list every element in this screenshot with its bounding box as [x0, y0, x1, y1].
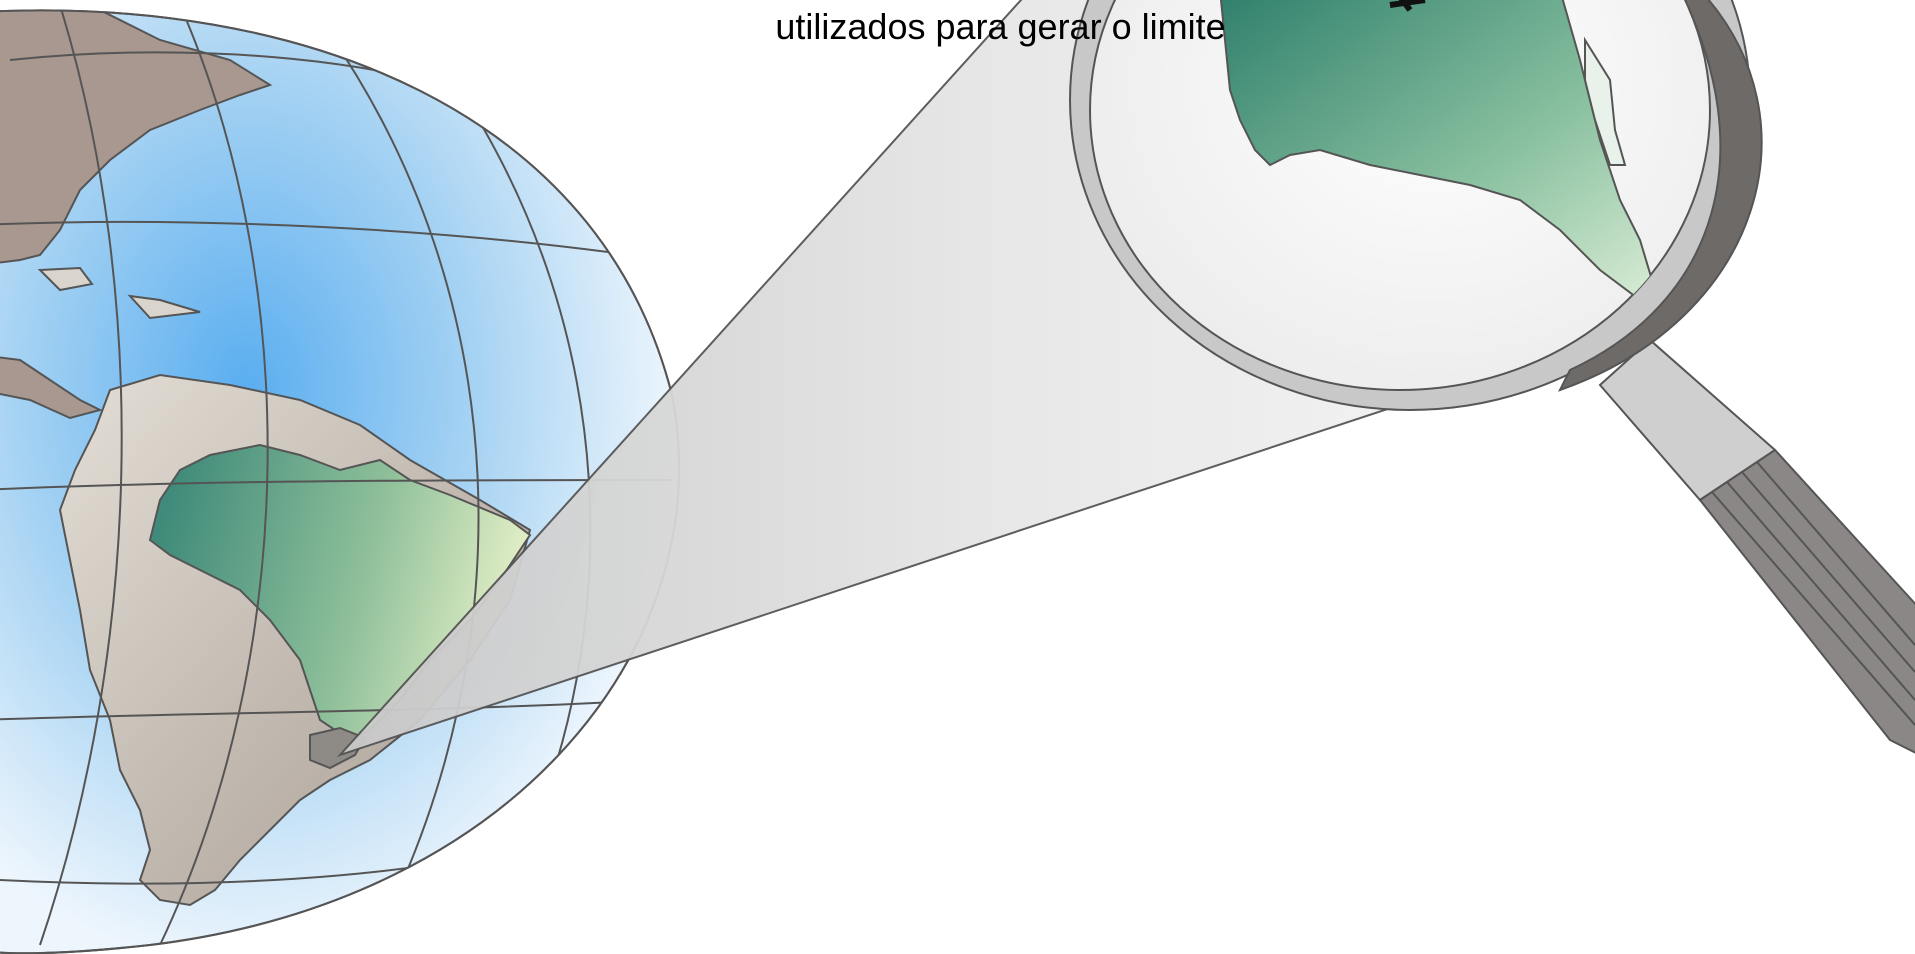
caption-text: utilizados para gerar o limite	[0, 0, 1915, 45]
globe-icon	[0, 9, 681, 954]
north-america-landmass	[0, 10, 273, 267]
caption-label: utilizados para gerar o limite	[775, 6, 1226, 47]
magnifying-glass-icon	[1069, 0, 1915, 754]
zoomed-region-map	[1218, 0, 1657, 302]
highlighted-region	[309, 726, 367, 770]
caribbean-island	[127, 294, 201, 320]
location-marker-icon	[1389, 0, 1426, 12]
caribbean-island	[37, 266, 94, 292]
central-america-landmass	[0, 353, 103, 420]
magnifier-handle-grip	[1698, 448, 1915, 754]
magnifier-rim-shadow	[1558, 0, 1763, 392]
zoomed-lagoon	[1584, 36, 1627, 166]
